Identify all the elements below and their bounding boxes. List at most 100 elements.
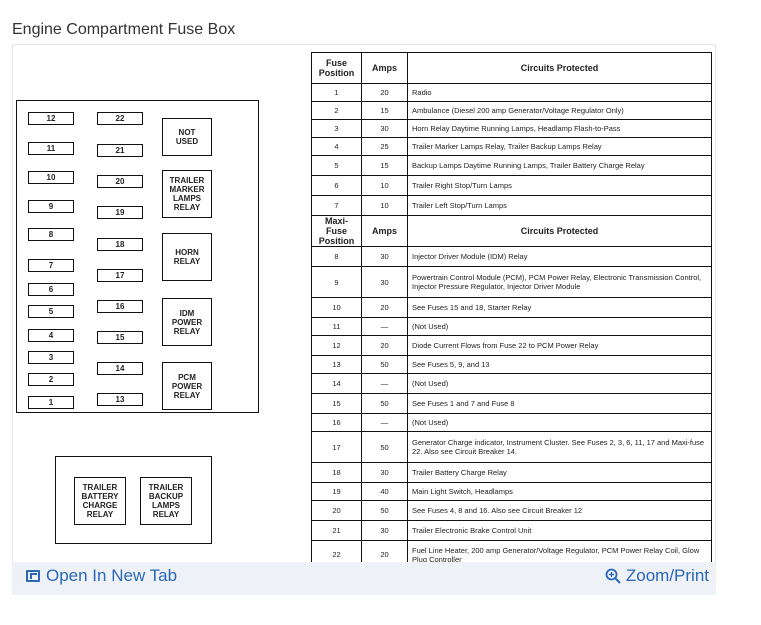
trailer-backup-lamps-relay: TRAILER BACKUP LAMPS RELAY: [140, 477, 192, 525]
fuse-13: 13: [97, 393, 143, 406]
trailer-marker-lamps-relay: TRAILER MARKER LAMPS RELAY: [162, 170, 212, 218]
circuits-cell: Ambulance (Diesel 200 amp Generator/Volt…: [407, 101, 712, 120]
fuse-position-cell: 9: [311, 266, 362, 298]
amps-cell: 10: [361, 175, 408, 196]
fuse-position-cell: 14: [311, 373, 362, 394]
header-maxi-position: Maxi-Fuse Position: [311, 215, 362, 247]
fuse-14: 14: [97, 362, 143, 375]
fuse-position-cell: 1: [311, 83, 362, 102]
amps-cell: 30: [361, 246, 408, 267]
amps-cell: 50: [361, 431, 408, 463]
trailer-battery-charge-relay: TRAILER BATTERY CHARGE RELAY: [74, 477, 126, 525]
fuse-11: 11: [28, 142, 74, 155]
fuse-position-cell: 6: [311, 175, 362, 196]
fuse-2: 2: [28, 373, 74, 386]
amps-cell: 30: [361, 462, 408, 483]
lower-relay-box: [55, 456, 212, 544]
fuse-4: 4: [28, 329, 74, 342]
circuits-cell: Trailer Right Stop/Turn Lamps: [407, 175, 712, 196]
amps-cell: 50: [361, 500, 408, 521]
circuits-cell: Backup Lamps Daytime Running Lamps, Trai…: [407, 155, 712, 176]
open-in-new-tab-link[interactable]: Open In New Tab: [26, 566, 177, 586]
fuse-position-cell: 11: [311, 317, 362, 336]
circuits-cell: See Fuses 4, 8 and 16. Also see Circuit …: [407, 500, 712, 521]
circuits-cell: Horn Relay Daytime Running Lamps, Headla…: [407, 119, 712, 138]
circuits-cell: Main Light Switch, Headlamps: [407, 482, 712, 501]
amps-cell: 15: [361, 101, 408, 120]
fuse-15: 15: [97, 331, 143, 344]
fuse-3: 3: [28, 351, 74, 364]
circuits-cell: Trailer Electronic Brake Control Unit: [407, 520, 712, 541]
fuse-box-outline: [16, 100, 259, 413]
fuse-5: 5: [28, 305, 74, 318]
fuse-position-cell: 17: [311, 431, 362, 463]
fuse-18: 18: [97, 238, 143, 251]
fuse-position-cell: 18: [311, 462, 362, 483]
fuse-position-cell: 20: [311, 500, 362, 521]
circuits-cell: (Not Used): [407, 317, 712, 336]
fuse-8: 8: [28, 228, 74, 241]
header-circuits: Circuits Protected: [407, 52, 712, 84]
page-title: Engine Compartment Fuse Box: [12, 21, 236, 38]
zoom-print-label: Zoom/Print: [625, 566, 709, 585]
amps-cell: 30: [361, 119, 408, 138]
fuse-position-cell: 7: [311, 195, 362, 216]
fuse-1: 1: [28, 396, 74, 409]
fuse-position-cell: 21: [311, 520, 362, 541]
fuse-6: 6: [28, 283, 74, 296]
circuits-cell: Diode Current Flows from Fuse 22 to PCM …: [407, 335, 712, 356]
fuse-position-cell: 3: [311, 119, 362, 138]
fuse-position-cell: 2: [311, 101, 362, 120]
fuse-7: 7: [28, 259, 74, 272]
not-used-relay: NOT USED: [162, 118, 212, 156]
zoom-icon: [605, 568, 621, 584]
fuse-position-cell: 16: [311, 413, 362, 432]
circuits-cell: Trailer Left Stop/Turn Lamps: [407, 195, 712, 216]
amps-cell: —: [361, 413, 408, 432]
amps-cell: —: [361, 317, 408, 336]
amps-cell: 10: [361, 195, 408, 216]
circuits-cell: Injector Driver Module (IDM) Relay: [407, 246, 712, 267]
circuits-cell: See Fuses 15 and 18, Starter Relay: [407, 297, 712, 318]
fuse-19: 19: [97, 206, 143, 219]
amps-cell: 20: [361, 335, 408, 356]
image-footer: [12, 562, 716, 595]
amps-cell: 30: [361, 520, 408, 541]
circuits-cell: (Not Used): [407, 373, 712, 394]
fuse-position-cell: 15: [311, 393, 362, 414]
zoom-print-link[interactable]: Zoom/Print: [605, 566, 709, 586]
fuse-position-cell: 13: [311, 355, 362, 374]
circuits-cell: Powertrain Control Module (PCM), PCM Pow…: [407, 266, 712, 298]
amps-cell: 50: [361, 355, 408, 374]
circuits-cell: See Fuses 1 and 7 and Fuse 8: [407, 393, 712, 414]
amps-cell: 40: [361, 482, 408, 501]
circuits-cell: Trailer Marker Lamps Relay, Trailer Back…: [407, 137, 712, 156]
fuse-12: 12: [28, 112, 74, 125]
circuits-cell: Radio: [407, 83, 712, 102]
amps-cell: 25: [361, 137, 408, 156]
fuse-position-cell: 10: [311, 297, 362, 318]
fuse-22: 22: [97, 112, 143, 125]
fuse-10: 10: [28, 171, 74, 184]
open-new-tab-icon: [26, 570, 40, 582]
table-row: 11—(Not Used): [311, 317, 712, 336]
header-amps: Amps: [361, 52, 408, 84]
amps-cell: 15: [361, 155, 408, 176]
fuse-21: 21: [97, 144, 143, 157]
